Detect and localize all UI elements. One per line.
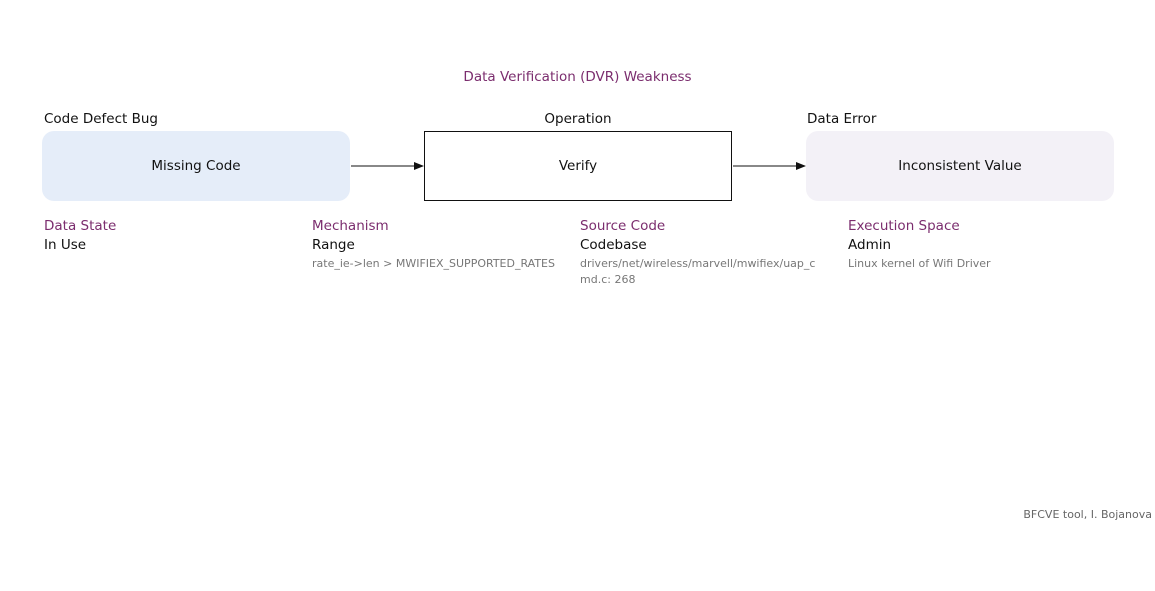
result-heading: Data Error xyxy=(807,111,877,127)
attr-mechanism-value: Range xyxy=(312,237,355,253)
operation-node-label: Verify xyxy=(558,158,598,174)
operation-node: Verify xyxy=(424,131,732,201)
operation-heading: Operation xyxy=(544,111,612,127)
attr-execution-space-detail: Linux kernel of Wifi Driver xyxy=(848,257,991,270)
attr-data-state-label: Data State xyxy=(44,218,117,234)
attr-source-code-label: Source Code xyxy=(580,218,666,234)
attr-execution-space-value: Admin xyxy=(848,237,892,253)
cause-heading: Code Defect Bug xyxy=(44,111,159,127)
attr-source-code-detail: drivers/net/wireless/marvell/mwifiex/uap… xyxy=(580,257,816,286)
result-node: Inconsistent Value xyxy=(806,131,1114,201)
attr-mechanism-label: Mechanism xyxy=(312,218,389,234)
attr-data-state-value: In Use xyxy=(44,237,87,253)
diagram-title: Data Verification (DVR) Weakness xyxy=(463,69,692,85)
attr-source-code-value: Codebase xyxy=(580,237,647,253)
footer-credit: BFCVE tool, I. Bojanova xyxy=(1023,508,1152,521)
cause-node: Missing Code xyxy=(42,131,350,201)
attr-mechanism-detail: rate_ie->len > MWIFIEX_SUPPORTED_RATES xyxy=(312,257,555,270)
attr-execution-space-label: Execution Space xyxy=(848,218,960,234)
result-node-label: Inconsistent Value xyxy=(898,158,1022,174)
cause-node-label: Missing Code xyxy=(151,158,241,174)
